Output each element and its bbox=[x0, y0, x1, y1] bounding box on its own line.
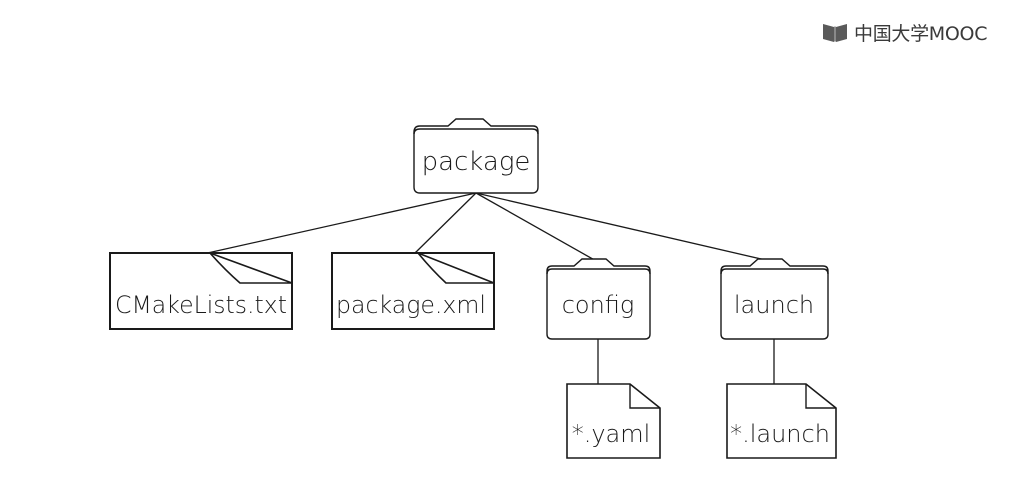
file-yaml-label: *.yaml bbox=[572, 420, 651, 448]
book-icon bbox=[823, 24, 847, 42]
connector-package-config bbox=[475, 192, 599, 263]
file-package-xml: package.xml bbox=[331, 251, 495, 330]
logo-text: 中国大学MOOC bbox=[854, 22, 988, 45]
file-cmakelists-label: CMakeLists.txt bbox=[115, 291, 287, 319]
file-cmakelists: CMakeLists.txt bbox=[109, 252, 293, 330]
file-launch: *.launch bbox=[726, 383, 837, 459]
file-package-xml-label: package.xml bbox=[336, 291, 486, 319]
file-icon bbox=[726, 383, 837, 459]
connector-package-cmakelists bbox=[202, 192, 477, 255]
mooc-logo: 中国大学MOOC bbox=[822, 20, 988, 45]
folder-launch-label: launch bbox=[734, 291, 814, 319]
folder-icon bbox=[546, 258, 651, 340]
folder-icon bbox=[720, 258, 829, 340]
folder-config: config bbox=[546, 258, 651, 340]
folder-package: package bbox=[413, 118, 539, 194]
file-launch-label: *.launch bbox=[730, 420, 830, 448]
file-icon bbox=[566, 383, 661, 459]
folder-icon bbox=[413, 118, 539, 194]
folder-config-label: config bbox=[562, 291, 635, 319]
connector-package-launch bbox=[475, 192, 775, 263]
folder-package-label: package bbox=[422, 147, 531, 177]
folder-launch: launch bbox=[720, 258, 829, 340]
connector-package-packagexml bbox=[413, 192, 477, 255]
file-yaml: *.yaml bbox=[566, 383, 661, 459]
